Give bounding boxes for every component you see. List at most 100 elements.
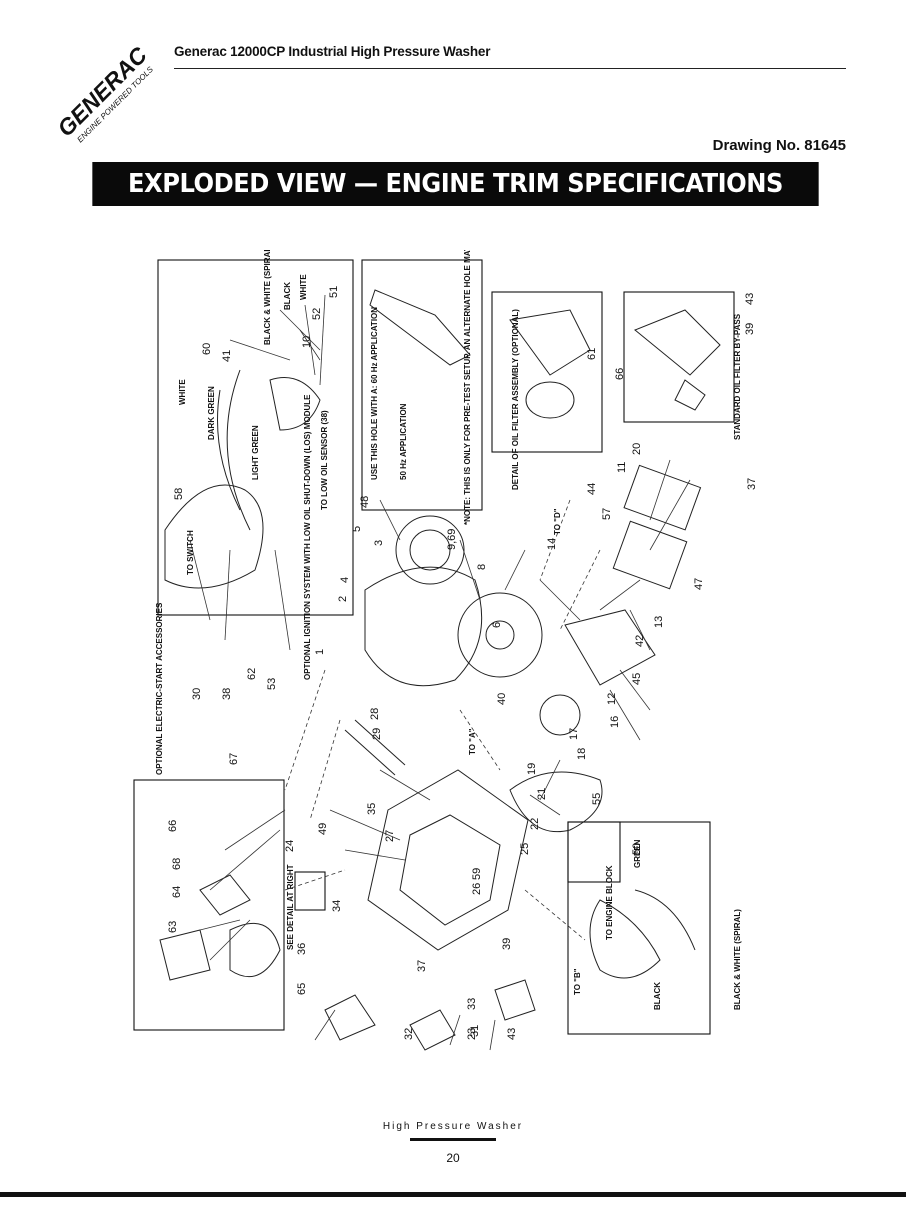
part-number-18: 18	[576, 748, 588, 760]
part-number-11: 11	[616, 462, 628, 473]
label-to-switch: TO SWITCH	[186, 530, 195, 575]
part-number-53: 53	[266, 678, 278, 690]
label-to-b: TO "B"	[573, 968, 582, 995]
label-black-2: BLACK	[653, 982, 662, 1010]
part-number-36: 36	[296, 943, 308, 955]
label-see-detail: SEE DETAIL AT RIGHT	[286, 864, 295, 950]
part-number-8: 8	[476, 564, 488, 570]
part-number-9-69: 9,69	[446, 529, 458, 550]
part-number-2: 2	[337, 596, 349, 602]
label-hole-50hz: 50 Hz APPLICATION	[399, 403, 408, 480]
logo-wordmark: GENERAC	[55, 42, 152, 142]
part-number-67: 67	[228, 753, 240, 765]
part-number-48: 48	[359, 496, 371, 508]
standard-oil-filter-box	[623, 291, 735, 423]
part-number-25: 25	[519, 843, 531, 855]
label-to-a: TO "A"	[468, 728, 477, 755]
part-number-31: 31	[469, 1025, 481, 1037]
part-number-43: 43	[506, 1028, 518, 1040]
generac-logo: GENERAC ENGINE POWERED TOOLS	[55, 42, 155, 145]
footer-caption: High Pressure Washer	[382, 1121, 524, 1132]
electric-start-inset-box	[133, 779, 285, 1031]
footer-underline	[410, 1138, 496, 1141]
part-number-66: 66	[167, 820, 179, 832]
label-white-2: WHITE	[299, 274, 308, 300]
part-number-45: 45	[631, 673, 643, 685]
part-number-39: 39	[744, 323, 756, 335]
part-number-49: 49	[317, 823, 329, 835]
label-setup-note: *NOTE: THIS IS ONLY FOR PRE-TEST SETUP. …	[463, 250, 472, 525]
part-number-39: 39	[501, 938, 513, 950]
part-number-61: 61	[586, 348, 598, 360]
part-number-50: 50	[631, 843, 643, 855]
part-number-29: 29	[371, 728, 383, 740]
part-number-44: 44	[586, 483, 598, 495]
header-title: Generac 12000CP Industrial High Pressure…	[174, 44, 491, 59]
part-number-64: 64	[171, 886, 183, 898]
part-number-43: 43	[744, 293, 756, 305]
part-number-1: 1	[314, 649, 326, 655]
part-number-58: 58	[173, 488, 185, 500]
part-number-57: 57	[601, 508, 613, 520]
label-to-engine-block: TO ENGINE BLOCK	[605, 865, 614, 940]
part-number-41: 41	[221, 350, 233, 362]
part-number-35: 35	[366, 803, 378, 815]
part-number-22: 22	[529, 818, 541, 830]
see-detail-box	[294, 871, 326, 911]
part-number-16: 16	[609, 716, 621, 728]
part-number-24: 24	[284, 840, 296, 852]
part-number-38: 38	[221, 688, 233, 700]
part-number-28: 28	[369, 708, 381, 720]
label-black-white-spiral: BLACK & WHITE (SPIRAL)	[263, 250, 272, 345]
wiring-detail-subbox	[567, 821, 621, 883]
part-number-63: 63	[167, 921, 179, 933]
part-number-20: 20	[631, 443, 643, 455]
label-to-low-oil-sensor: TO LOW OIL SENSOR (38)	[320, 410, 329, 510]
label-dark-green: DARK GREEN	[207, 386, 216, 440]
ignition-inset-box	[157, 259, 354, 616]
label-to-d: TO "D"	[553, 508, 562, 535]
label-optional-ignition: OPTIONAL IGNITION SYSTEM WITH LOW OIL SH…	[303, 394, 312, 680]
label-oil-filter-detail: DETAIL OF OIL FILTER ASSEMBLY (OPTIONAL)	[511, 309, 520, 490]
part-number-66: 66	[614, 368, 626, 380]
header-rule	[174, 68, 846, 69]
label-white: WHITE	[178, 379, 187, 405]
part-number-33: 33	[466, 998, 478, 1010]
part-number-21: 21	[536, 788, 548, 800]
part-number-14: 14	[546, 538, 558, 550]
bottom-rule	[0, 1192, 906, 1197]
part-number-6: 6	[491, 622, 503, 628]
part-number-12: 12	[606, 693, 618, 705]
part-number-59: 59	[471, 868, 483, 880]
label-standard-oil-filter: STANDARD OIL FILTER BY-PASS	[733, 313, 742, 440]
oil-filter-detail-box	[491, 291, 603, 453]
part-number-40: 40	[496, 693, 508, 705]
part-number-32: 32	[403, 1028, 415, 1040]
exploded-view-diagram: TO SWITCH DARK GREEN WHITE LIGHT GREEN T…	[133, 250, 758, 1051]
wiring-inset-box	[567, 821, 711, 1035]
label-hole-60hz: USE THIS HOLE WITH A: 60 Hz APPLICATION	[370, 307, 379, 480]
hole-application-inset-box	[361, 259, 483, 511]
label-optional-electric-start: OPTIONAL ELECTRIC-START ACCESSORIES	[155, 602, 164, 775]
part-number-52: 52	[311, 308, 323, 320]
drawing-number: Drawing No. 81645	[712, 137, 846, 154]
part-number-17: 17	[568, 728, 580, 740]
part-number-68: 68	[171, 858, 183, 870]
part-number-60: 60	[201, 343, 213, 355]
part-number-3: 3	[373, 540, 385, 546]
part-number-30: 30	[191, 688, 203, 700]
part-number-51: 51	[328, 286, 340, 298]
part-number-47: 47	[693, 578, 705, 590]
label-light-green: LIGHT GREEN	[251, 425, 260, 480]
label-green: GREEN	[633, 839, 642, 868]
part-number-23: 23	[466, 1028, 478, 1040]
part-number-26: 26	[471, 883, 483, 895]
part-number-42: 42	[634, 635, 646, 647]
part-number-37: 37	[416, 960, 428, 972]
part-number-4: 4	[339, 577, 351, 583]
part-number-65: 65	[296, 983, 308, 995]
label-black: BLACK	[283, 282, 292, 310]
page-number: 20	[446, 1151, 460, 1165]
part-number-34: 34	[331, 900, 343, 912]
